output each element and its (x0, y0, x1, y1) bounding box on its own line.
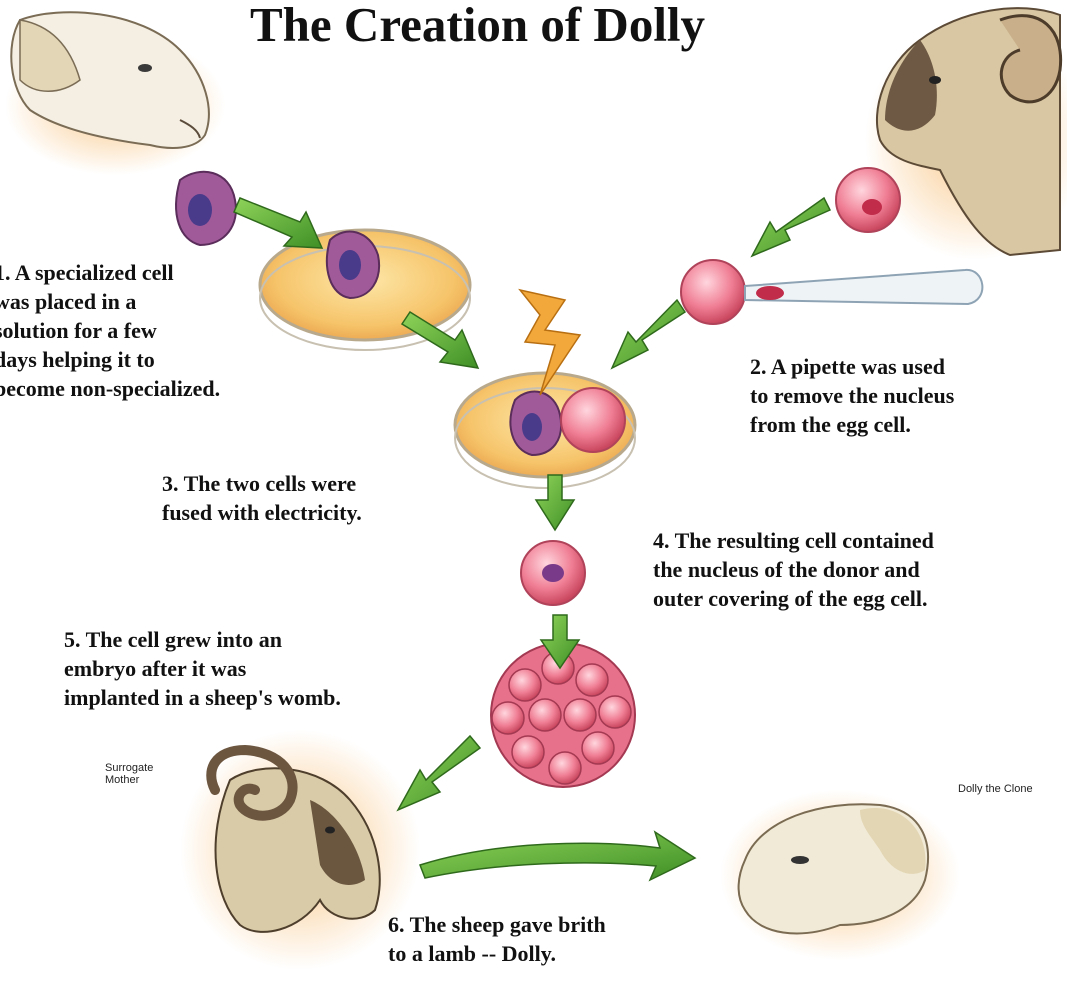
arrow-icon (752, 198, 830, 256)
surrogate-mother-ram (180, 730, 420, 970)
dolly-lamb-head (720, 790, 960, 960)
white-sheep-head-top-left (5, 12, 225, 175)
resulting-cell (521, 541, 585, 605)
dolly-clone-caption: Dolly the Clone (958, 783, 1033, 795)
step-1-label: 1. A specialized cell was placed in a so… (0, 258, 220, 403)
step-4-label: 4. The resulting cell contained the nucl… (653, 526, 934, 613)
arrow-icon (420, 832, 695, 880)
arrow-icon (612, 300, 685, 368)
step-2-label: 2. A pipette was used to remove the nucl… (750, 352, 954, 439)
arrow-icon (536, 475, 574, 530)
donor-cell (176, 172, 236, 245)
surrogate-mother-caption: Surrogate Mother (105, 762, 153, 786)
step-5-label: 5. The cell grew into an embryo after it… (64, 625, 341, 712)
donor-cell-in-dish (327, 232, 379, 298)
arrow-icon (398, 736, 480, 810)
egg-cell (836, 168, 900, 232)
diagram-title: The Creation of Dolly (250, 0, 705, 53)
arrow-icon (234, 198, 322, 248)
step-3-label: 3. The two cells were fused with electri… (162, 469, 362, 527)
ram-head-top-right (865, 8, 1067, 260)
egg-cell-with-pipette (681, 260, 982, 324)
step-6-label: 6. The sheep gave brith to a lamb -- Dol… (388, 910, 606, 968)
